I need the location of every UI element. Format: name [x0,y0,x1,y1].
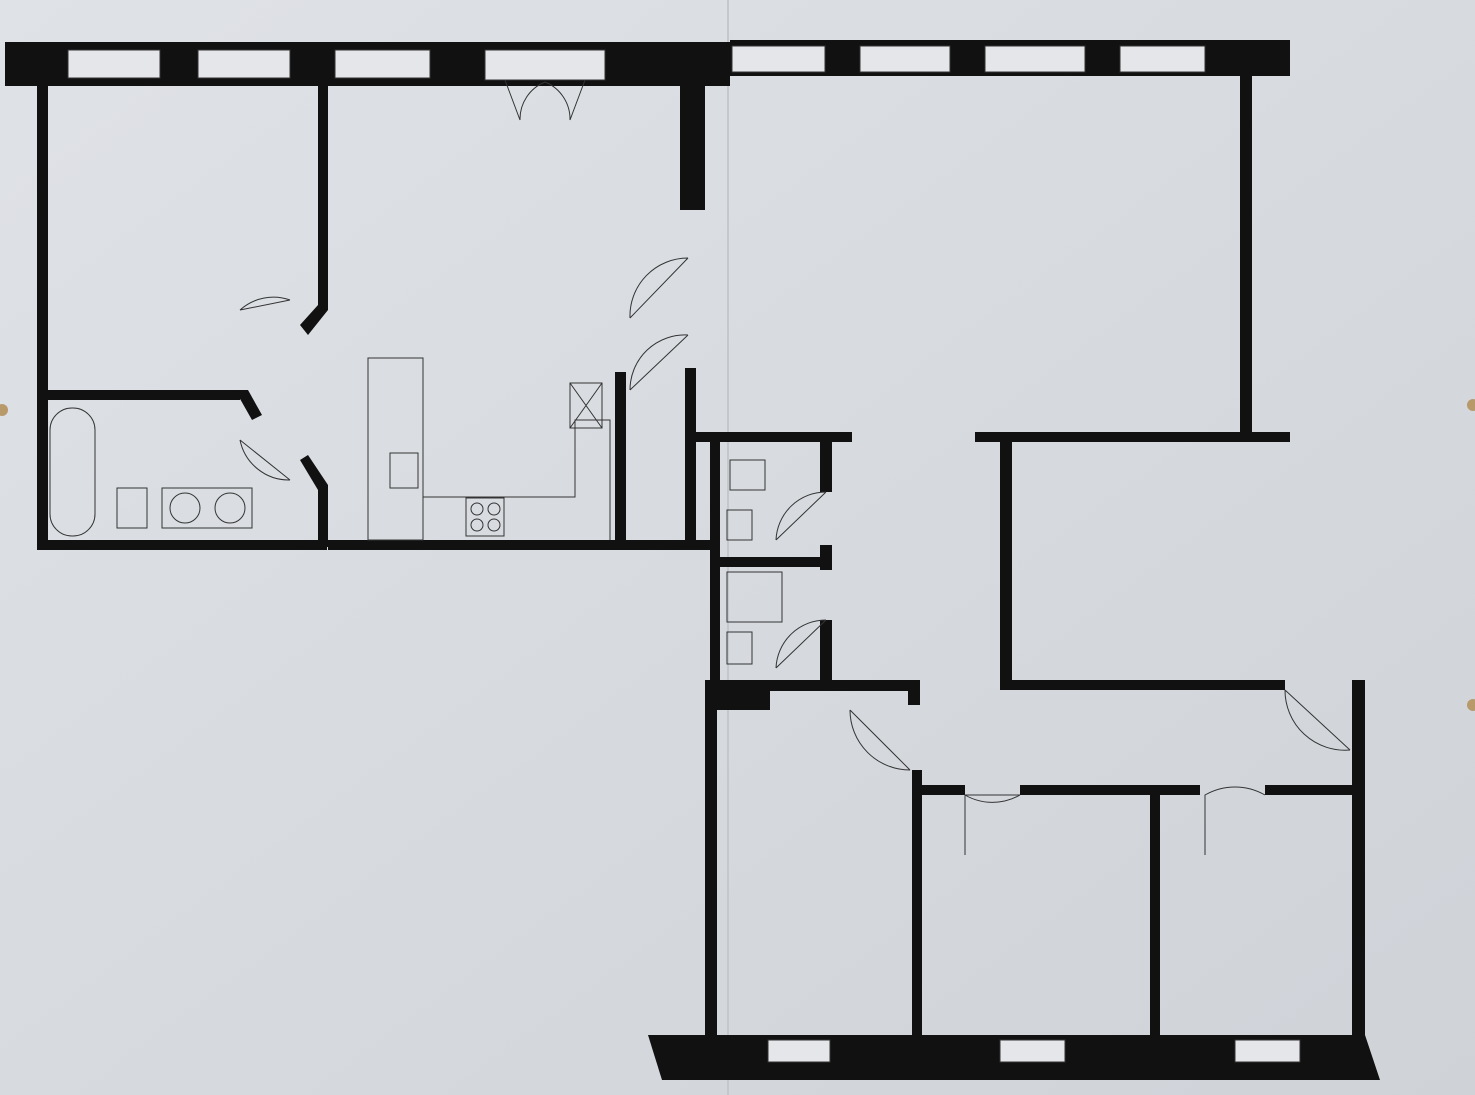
punch-hole [1467,399,1475,411]
fixtures [49,357,783,665]
sink-counter [161,487,253,529]
stove [465,497,505,537]
shaft [569,382,603,429]
bathtub [49,407,96,537]
exterior-wall-top [5,40,1290,86]
kitchen-counter [367,357,424,541]
exterior-wall-bottom [648,1035,1380,1080]
door-swings [239,79,1351,855]
interior-walls [37,75,1365,1040]
toilet [726,509,753,541]
shower [726,571,783,623]
punch-hole [1467,699,1475,711]
punch-hole [0,404,8,416]
